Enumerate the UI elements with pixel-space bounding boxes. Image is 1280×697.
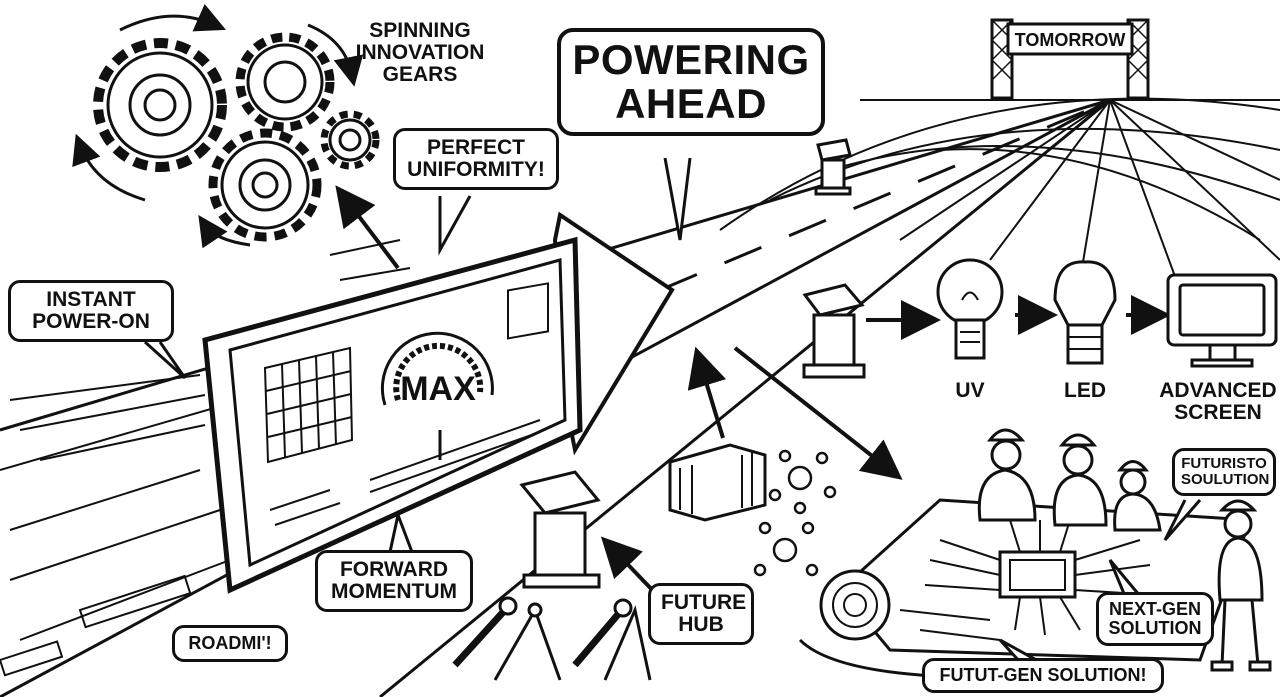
wrench-icon [452,607,508,668]
grid-panel [263,346,354,464]
network-node-icons [753,449,837,577]
instant-line2: POWER-ON [32,310,150,334]
gears-label-line2: INNOVATION [355,41,485,65]
futut-gen-bubble: FUTUT-GEN SOLUTION! [922,658,1164,693]
roadmap-bubble: ROADMI'! [172,625,288,662]
roadmap-label: ROADMI'! [188,633,272,653]
compass-icon [493,606,562,681]
gears-label-line3: GEARS [382,63,458,87]
gear-icon-bottom [208,128,322,242]
future-hub-line2: HUB [678,613,724,637]
future-hub-bubble: FUTURE HUB [648,583,754,646]
title-line2: AHEAD [615,80,767,128]
kiosk-icon-mid [802,283,866,379]
kiosk-icon-far [814,138,852,196]
incandescent-bulb-icon [936,258,1004,360]
title-bubble: POWERING AHEAD [557,28,825,137]
worker-icon-3 [1113,460,1162,532]
evolution-label-advanced-screen: ADVANCED SCREEN [1159,379,1277,425]
wrench-icon-2 [572,609,623,668]
tomorrow-sign [1006,22,1134,56]
uniformity-bubble: PERFECT UNIFORMITY! [393,128,559,191]
evolution-label-led: LED [1064,379,1106,402]
gauge-value-label: MAX [400,370,476,408]
gear-icon-small [320,110,380,170]
gears-label-line1: SPINNING [369,19,471,42]
forward-momentum-bubble: FORWARD MOMENTUM [315,550,473,613]
forward-line1: FORWARD [339,558,449,581]
gears-label: SPINNING INNOVATION GEARS [350,19,490,87]
bubble-tails [143,157,1202,664]
status-panel [269,282,549,526]
led-bulb-icon [1053,260,1117,365]
tools [452,596,652,681]
speed-lines [9,239,411,461]
tomorrow-label: TOMORROW [1015,30,1126,50]
forward-line2: MOMENTUM [331,580,457,604]
futuristo-bubble: FUTURISTO SOULUTION [1172,448,1276,496]
connector-line [798,638,936,678]
worker-icon-4 [1210,499,1272,672]
shipping-container-icon [668,443,767,522]
nextgen-bubble: NEXT-GEN SOLUTION [1096,592,1214,646]
uniformity-line1: PERFECT [426,136,525,159]
workers [977,428,1272,672]
worker-icon-2 [1052,433,1108,527]
kiosks [519,138,866,589]
tablet-device [202,236,583,594]
uniformity-line2: UNIFORMITY! [407,158,545,182]
compass-icon-2 [603,605,652,681]
instant-power-bubble: INSTANT POWER-ON [8,280,174,343]
tomorrow-gate [990,18,1150,100]
instant-line1: INSTANT [46,288,136,311]
gear-rotation-arrows [72,3,364,249]
monitor-icon [1166,273,1278,368]
gears [93,32,380,242]
evolution-label-uv: UV [955,379,985,402]
future-hub-line1: FUTURE [661,591,747,614]
kiosk-icon-near [519,470,601,589]
road-center-dashes [659,103,1101,292]
road-far-edge [379,98,1111,697]
gear-icon-large [93,38,227,172]
worker-icon-1 [977,428,1037,522]
globe-grid [719,97,1280,291]
gear-icon-top [235,32,335,132]
title-line1: POWERING [572,36,810,83]
